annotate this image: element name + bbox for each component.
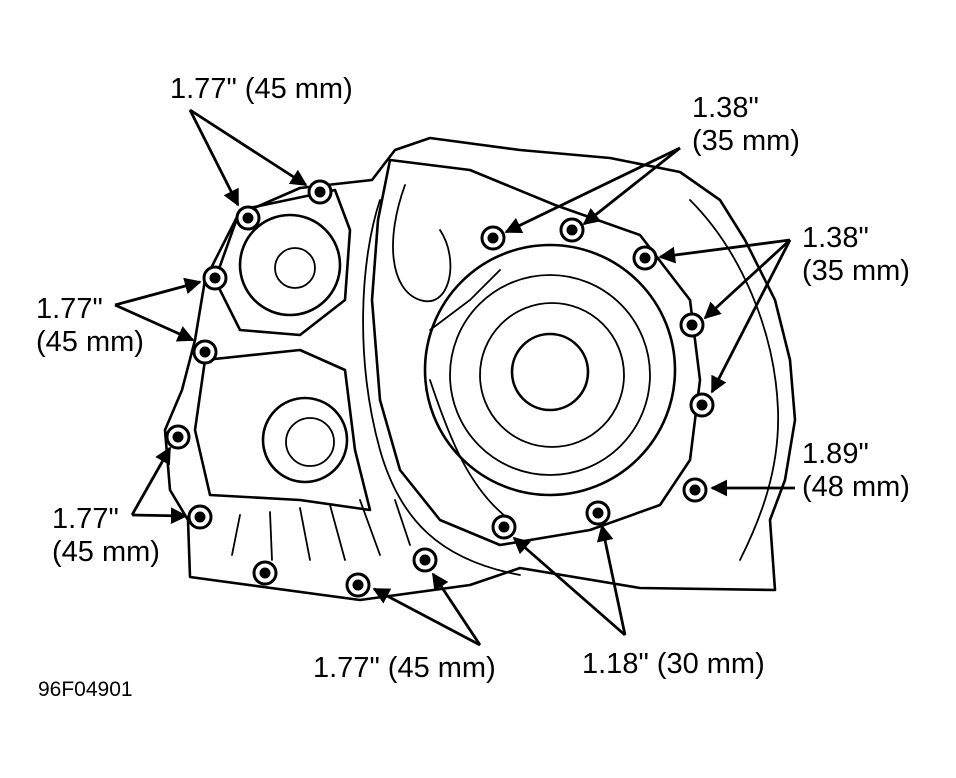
label-bottom-right: 1.18" (30 mm)	[582, 648, 765, 681]
label-bottom-left: 1.77" (45 mm)	[313, 652, 496, 685]
label-left-upper-line1: 1.77"	[36, 293, 103, 325]
leader-arrows	[114, 108, 795, 647]
label-right-upper: 1.38" (35 mm)	[802, 222, 910, 288]
bottom-fins	[231, 499, 411, 561]
label-right-lower-line2: (48 mm)	[802, 471, 910, 503]
label-right-upper-line1: 1.38"	[802, 222, 869, 254]
right-flange	[689, 199, 779, 561]
label-left-upper: 1.77" (45 mm)	[36, 293, 144, 359]
bolt-group	[165, 179, 715, 598]
label-left-lower: 1.77" (45 mm)	[52, 503, 160, 569]
label-left-lower-line1: 1.77"	[52, 503, 119, 535]
upper-bore	[238, 213, 342, 317]
label-left-upper-line2: (45 mm)	[36, 326, 144, 358]
label-top-center-line1: 1.38"	[692, 92, 759, 124]
bore-ring-3	[479, 302, 625, 448]
bore-ring-2	[449, 274, 651, 476]
label-top-center: 1.38" (35 mm)	[692, 92, 800, 158]
label-top-center-line2: (35 mm)	[692, 125, 800, 157]
label-left-lower-line2: (45 mm)	[52, 536, 160, 568]
label-right-lower-line1: 1.89"	[802, 438, 869, 470]
bore-center	[510, 332, 590, 412]
pump-body	[193, 348, 372, 512]
bore-ring-outer	[423, 243, 677, 497]
label-top-left: 1.77" (45 mm)	[170, 73, 353, 106]
label-bottom-left-line1: 1.77" (45 mm)	[313, 652, 496, 684]
label-top-left-line1: 1.77" (45 mm)	[170, 73, 353, 105]
figure-code: 96F04901	[38, 678, 133, 701]
label-right-lower: 1.89" (48 mm)	[802, 438, 910, 504]
label-bottom-right-line1: 1.18" (30 mm)	[582, 648, 765, 680]
label-right-upper-line2: (35 mm)	[802, 255, 910, 287]
lower-bore	[261, 396, 349, 484]
center-rib	[362, 199, 521, 576]
